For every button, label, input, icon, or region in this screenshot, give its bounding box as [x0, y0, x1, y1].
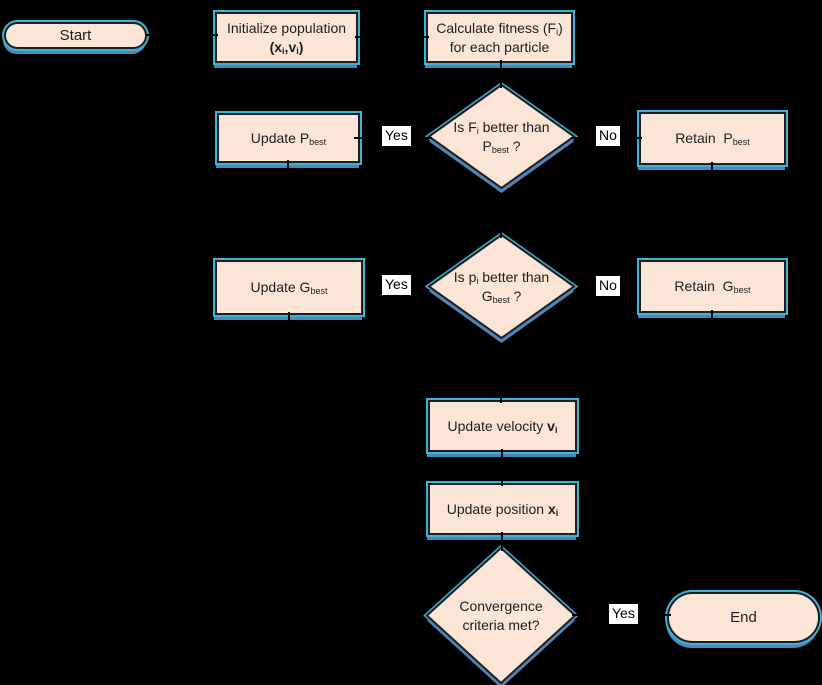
calc-fitness-node: Calculate fitness (Fi) for each particle: [426, 12, 573, 63]
no-label-pbest: No: [596, 126, 620, 146]
yes-label-pbest: Yes: [382, 126, 411, 146]
start-node: Start: [4, 22, 147, 49]
pbest-decision-line1: Is Fi better than: [453, 119, 550, 137]
update-pbest-node: Update Pbest: [217, 113, 360, 163]
start-label: Start: [59, 26, 92, 44]
connector-init-calc: [355, 36, 429, 38]
init-population-node: Initialize population (xi,vi): [215, 12, 358, 63]
connector-velocity-position: [501, 449, 503, 486]
diamond-shape: [423, 544, 579, 685]
init-population-line1: Initialize population: [226, 20, 347, 37]
connector-position-convergence: [501, 532, 503, 551]
gbest-decision-line1: Is pi better than: [453, 269, 550, 287]
diamond-face: [427, 233, 576, 340]
retain-gbest-label: Retain Gbest: [674, 278, 751, 296]
connector-calc-pbest-decision: [500, 60, 502, 88]
convergence-line1: Convergence: [459, 598, 543, 615]
diamond-face: [427, 83, 576, 190]
convergence-decision-diamond: Convergence criteria met?: [423, 544, 579, 685]
update-gbest-node: Update Gbest: [215, 260, 363, 315]
yes-label-gbest: Yes: [382, 275, 411, 295]
init-population-line2: (xi,vi): [269, 38, 304, 56]
pbest-decision-line2: Pbest ?: [482, 137, 521, 155]
end-node: End: [667, 592, 820, 643]
connector-update-gbest-down: [288, 312, 290, 372]
update-velocity-label: Update velocity vi: [447, 417, 558, 435]
update-pbest-label: Update Pbest: [250, 129, 327, 147]
retain-gbest-node: Retain Gbest: [639, 260, 786, 313]
retain-pbest-label: Retain Pbest: [675, 130, 750, 148]
yes-label-convergence: Yes: [609, 604, 638, 624]
update-position-label: Update position xi: [446, 500, 559, 518]
connector-start-init: [146, 34, 218, 36]
connector-merge-update-velocity: [500, 370, 502, 403]
update-velocity-node: Update velocity vi: [428, 400, 577, 452]
retain-pbest-node: Retain Pbest: [639, 112, 786, 165]
calc-fitness-line1: Calculate fitness (Fi): [436, 20, 563, 38]
diamond-shape: [425, 231, 578, 343]
connector-retain-gbest-down: [711, 310, 713, 372]
update-gbest-label: Update Gbest: [250, 279, 328, 297]
end-label: End: [730, 608, 757, 626]
calc-fitness-line2: for each particle: [449, 38, 550, 55]
connector-update-pbest-down: [287, 160, 289, 216]
no-label-gbest: No: [596, 276, 620, 296]
pbest-decision-diamond: Is Fi better than Pbest ?: [425, 81, 578, 193]
diamond-shape: [425, 81, 578, 193]
update-position-node: Update position xi: [428, 483, 577, 535]
connector-retain-pbest-down: [711, 162, 713, 216]
convergence-line2: criteria met?: [462, 616, 540, 633]
diamond-face: [425, 546, 577, 685]
gbest-decision-diamond: Is pi better than Gbest ?: [425, 231, 578, 343]
gbest-decision-line2: Gbest ?: [481, 287, 522, 305]
connector-merge-gbest-decision: [500, 214, 502, 238]
